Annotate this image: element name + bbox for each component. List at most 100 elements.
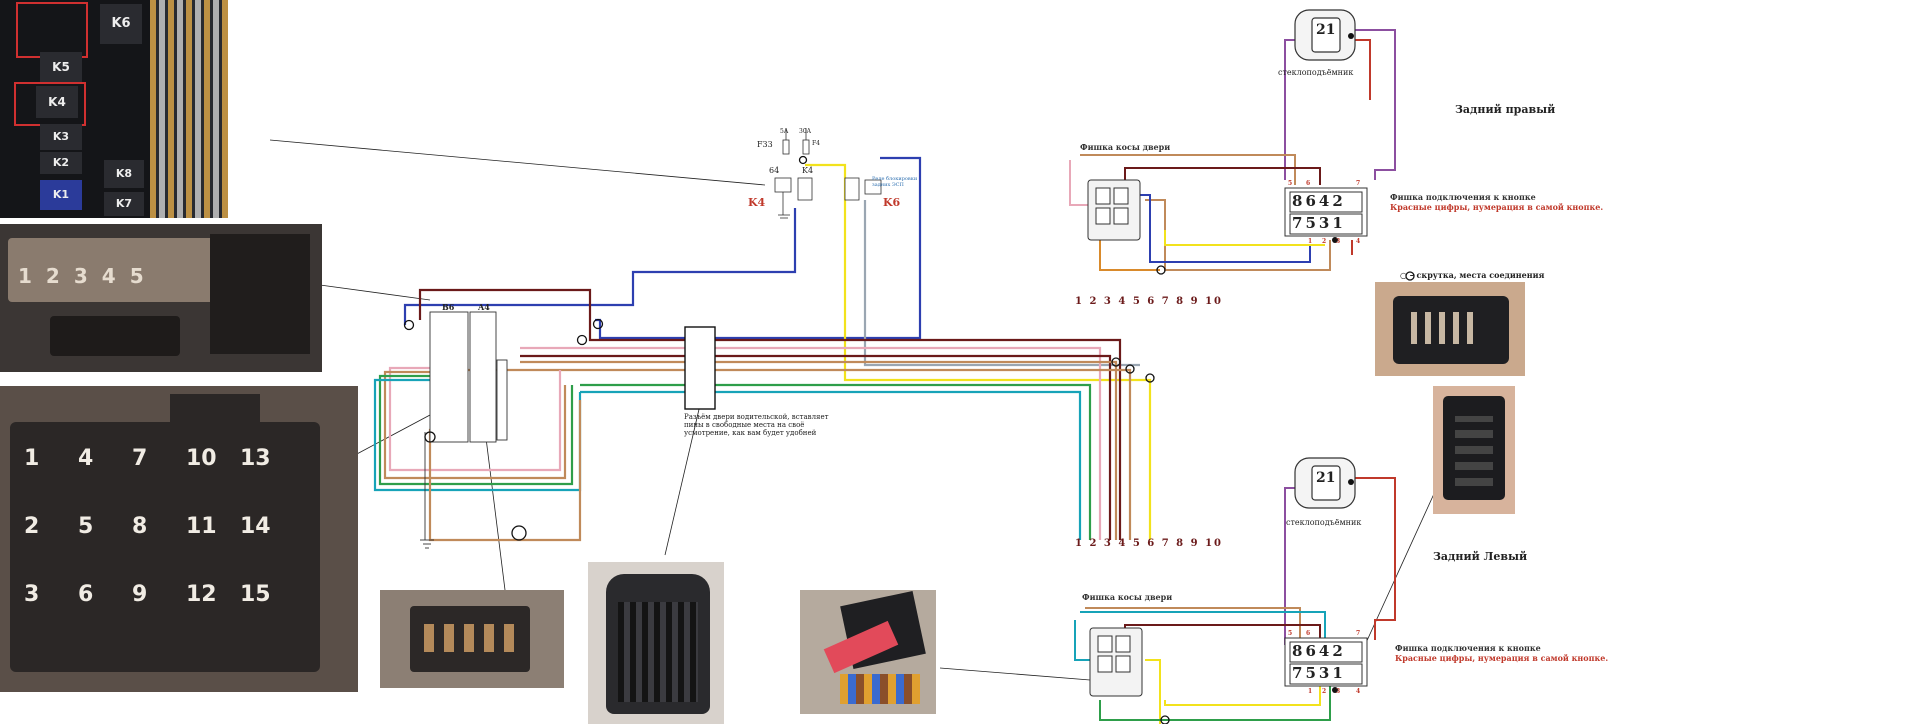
relay-k4-small: K4 xyxy=(802,166,814,175)
button-pin: 7 xyxy=(1292,214,1306,232)
fuse-value-5a: 5A xyxy=(780,128,789,135)
relay-k6: K6 xyxy=(100,4,142,44)
block-b6-label: B6 xyxy=(442,302,455,312)
fuse-box-photo: K6 K5 K4 K3 K2 K1 K8 K7 xyxy=(0,0,228,218)
relay-k4-label: K4 xyxy=(748,196,766,209)
wire-number: 8 xyxy=(1176,296,1186,307)
wire-number: 10 xyxy=(1205,538,1223,549)
rear-left-red-pin-4: 4 xyxy=(1356,688,1361,695)
button-connector-photo-top xyxy=(1375,282,1525,376)
motor-connector-top xyxy=(1294,9,1356,61)
red-clip-connector-photo xyxy=(800,590,936,714)
rear-right-red-pin-3: 3 xyxy=(1336,238,1341,245)
multi-pin-connector-photo xyxy=(588,562,724,724)
rear-left-red-pin-6: 6 xyxy=(1306,630,1311,637)
motor-pin: 1 xyxy=(1325,470,1336,486)
wire-number: 2 xyxy=(1089,296,1099,307)
pointer-lines xyxy=(269,139,1439,681)
wire-numbers-top: 1 2 3 4 5 6 7 8 9 10 xyxy=(1075,296,1223,307)
button-pin: 1 xyxy=(1332,664,1346,682)
rear-left-motor-pins: 21 xyxy=(1316,470,1336,486)
rear-right-button-pins-top: 8642 xyxy=(1292,192,1346,210)
rear-left-button-note: Красные цифры, нумерация в самой кнопке. xyxy=(1395,653,1609,663)
harness-connector-bottom xyxy=(1089,627,1143,697)
relay-k2: K2 xyxy=(40,152,82,174)
rear-right-button-note: Красные цифры, нумерация в самой кнопке. xyxy=(1390,202,1604,212)
button-pin: 8 xyxy=(1292,642,1306,660)
button-pin: 1 xyxy=(1332,214,1346,232)
pin-3: 3 xyxy=(24,582,40,607)
rear-left-red-pin-7: 7 xyxy=(1356,630,1361,637)
wire-number: 1 xyxy=(1075,296,1084,307)
motor-pin: 1 xyxy=(1325,22,1336,38)
wire-number: 9 xyxy=(1190,296,1200,307)
rear-right-button-pins-bottom: 7531 xyxy=(1292,214,1346,232)
wire-number: 3 xyxy=(1103,538,1113,549)
button-pin: 5 xyxy=(1305,664,1319,682)
wire-number: 8 xyxy=(1176,538,1186,549)
motor-connector-bottom xyxy=(1294,457,1356,509)
pin-5: 5 xyxy=(78,514,94,539)
relay-note: Реле блокировки задних ЭСП xyxy=(872,176,918,188)
junction-markers xyxy=(403,155,1155,541)
wire-number: 7 xyxy=(1161,296,1171,307)
rear-right-red-pin-1: 1 xyxy=(1308,238,1313,245)
pin-1: 1 xyxy=(18,264,46,288)
pin-9: 9 xyxy=(132,582,148,607)
rear-right-title: Задний правый xyxy=(1455,103,1556,116)
pin-12: 12 xyxy=(186,582,217,607)
button-pin: 2 xyxy=(1332,192,1346,210)
fuse-label: F33 xyxy=(757,140,773,149)
wire-number: 1 xyxy=(1075,538,1084,549)
rear-left-red-pin-2: 2 xyxy=(1322,688,1327,695)
pin-3: 3 xyxy=(73,264,102,288)
harness-connector-top xyxy=(1087,179,1141,241)
rear-right-red-pin-4: 4 xyxy=(1356,238,1361,245)
switch-block xyxy=(424,311,508,540)
motor-pin: 2 xyxy=(1316,470,1326,486)
relay-k8: K8 xyxy=(104,160,144,188)
button-pin: 7 xyxy=(1292,664,1306,682)
button-pin: 3 xyxy=(1318,214,1333,232)
rear-right-red-pin-2: 2 xyxy=(1322,238,1327,245)
rear-left-button-label: Фишка подключения к кнопке xyxy=(1395,643,1541,653)
button-pin: 8 xyxy=(1292,192,1306,210)
rear-right-red-pin-5: 5 xyxy=(1288,180,1293,187)
pin-6: 6 xyxy=(78,582,94,607)
wire-number: 5 xyxy=(1132,296,1142,307)
small-connector-photo xyxy=(380,590,564,688)
door-connector-note: Разъём двери водительской, вставляет пин… xyxy=(684,413,829,437)
relay-k3: K3 xyxy=(40,124,82,150)
wire-number: 5 xyxy=(1132,538,1142,549)
motor-pin: 2 xyxy=(1316,22,1326,38)
wire-number: 2 xyxy=(1089,538,1099,549)
pin-5: 5 xyxy=(129,264,158,288)
relay-k4-body xyxy=(774,177,813,219)
wire-number: 10 xyxy=(1205,296,1223,307)
rear-right-red-pin-7: 7 xyxy=(1356,180,1361,187)
rear-right-motor-pins: 21 xyxy=(1316,22,1336,38)
wire-number: 4 xyxy=(1118,538,1128,549)
wire-number: 3 xyxy=(1103,296,1113,307)
pin-4: 4 xyxy=(101,264,130,288)
relay-k6-body xyxy=(844,177,882,201)
rear-left-title: Задний Левый xyxy=(1433,550,1528,563)
pin-1: 1 xyxy=(24,446,40,471)
pin-2: 2 xyxy=(24,514,40,539)
block-a4-label: A4 xyxy=(478,302,490,312)
pin-11: 11 xyxy=(186,514,217,539)
relay-k5: K5 xyxy=(40,52,82,82)
pin-10: 10 xyxy=(186,446,217,471)
button-pin: 6 xyxy=(1305,642,1319,660)
pin-13: 13 xyxy=(240,446,271,471)
wire-number: 6 xyxy=(1147,538,1157,549)
rear-left-red-pin-5: 5 xyxy=(1288,630,1293,637)
button-pin: 4 xyxy=(1318,642,1333,660)
wire-number: 7 xyxy=(1161,538,1171,549)
relay-k6-label: K6 xyxy=(883,196,901,209)
fuse-f33 xyxy=(782,128,810,155)
connector-15pin-photo: 1 4 7 10 13 2 5 8 11 14 3 6 9 12 15 xyxy=(0,386,358,692)
button-connector-photo-bottom xyxy=(1433,386,1515,514)
rear-left-harness-label: Фишка косы двери xyxy=(1082,592,1173,602)
